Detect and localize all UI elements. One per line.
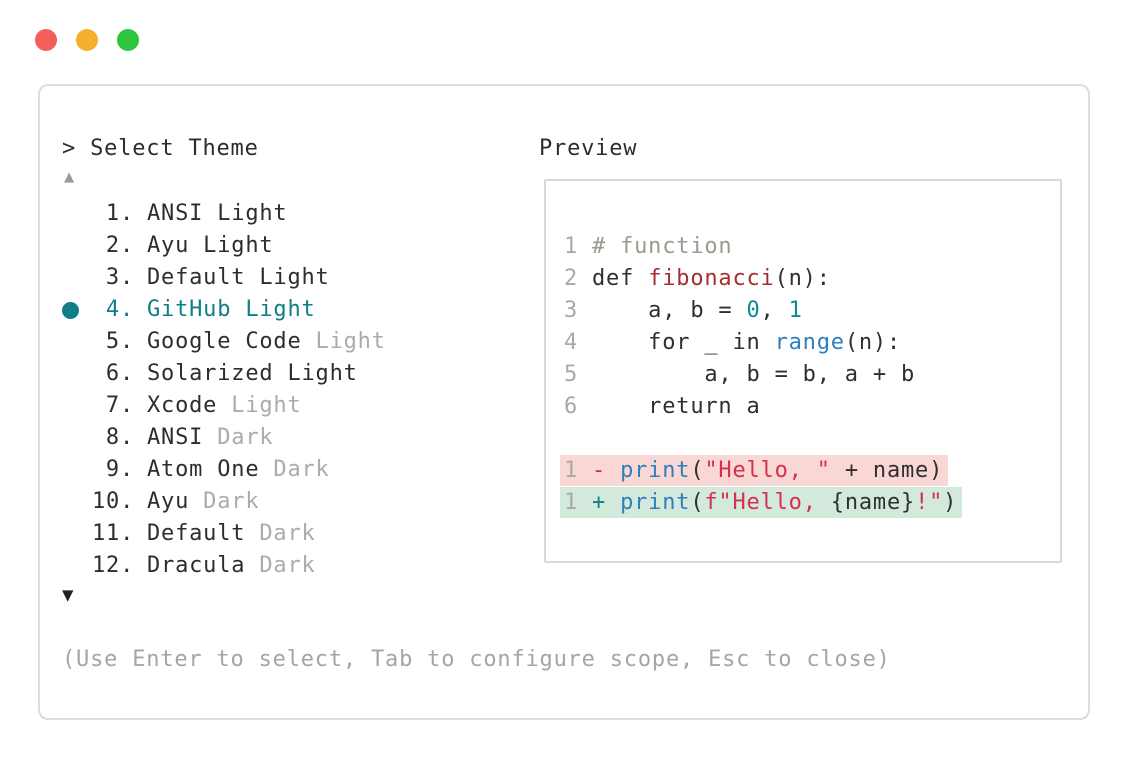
theme-item-atom-one-dark[interactable]: 9. Atom One Dark — [105, 457, 330, 482]
select-theme-prompt: > Select Theme — [62, 136, 259, 161]
minimize-window-button[interactable] — [76, 29, 98, 51]
preview-title: Preview — [539, 136, 638, 161]
close-window-button[interactable] — [35, 29, 57, 51]
blank-line — [564, 423, 1060, 455]
theme-item-ayu-dark[interactable]: 10. Ayu Dark — [92, 489, 260, 514]
theme-selector-window: > Select Theme ▲ 1. ANSI Light 2. Ayu Li… — [38, 84, 1090, 720]
theme-item-ansi-light[interactable]: 1. ANSI Light — [105, 201, 288, 226]
theme-item-ayu-light[interactable]: 2. Ayu Light — [105, 233, 274, 258]
diff-inserted-line: 1+ print(f"Hello, {name}!") — [560, 487, 963, 518]
maximize-window-button[interactable] — [117, 29, 139, 51]
theme-item-default-light[interactable]: 3. Default Light — [105, 265, 330, 290]
window-controls — [35, 29, 139, 51]
scroll-down-icon[interactable]: ▼ — [62, 584, 74, 606]
code-line: 3 a, b = 0, 1 — [564, 298, 803, 323]
code-line: 6 return a — [564, 394, 761, 419]
theme-item-google-code-light[interactable]: 5. Google Code Light — [105, 329, 386, 354]
theme-item-github-light-selected[interactable]: 4. GitHub Light — [62, 294, 386, 326]
code-line: 5 a, b = b, a + b — [564, 362, 916, 387]
scroll-up-icon[interactable]: ▲ — [64, 167, 75, 187]
theme-item-xcode-light[interactable]: 7. Xcode Light — [105, 393, 302, 418]
theme-list: 1. ANSI Light 2. Ayu Light 3. Default Li… — [62, 198, 386, 582]
code-line: 1# function — [564, 234, 733, 259]
plus-sign: + — [592, 490, 621, 515]
theme-item-default-dark[interactable]: 11. Default Dark — [92, 521, 316, 546]
selected-bullet-icon — [62, 302, 79, 319]
diff-deleted-line: 1- print("Hello, " + name) — [560, 455, 949, 486]
theme-item-solarized-light[interactable]: 6. Solarized Light — [105, 361, 358, 386]
minus-sign: - — [592, 458, 621, 483]
code-line: 4 for _ in range(n): — [564, 330, 902, 355]
theme-item-ansi-dark[interactable]: 8. ANSI Dark — [105, 425, 274, 450]
help-text: (Use Enter to select, Tab to configure s… — [62, 647, 891, 672]
theme-item-dracula-dark[interactable]: 12. Dracula Dark — [92, 553, 316, 578]
